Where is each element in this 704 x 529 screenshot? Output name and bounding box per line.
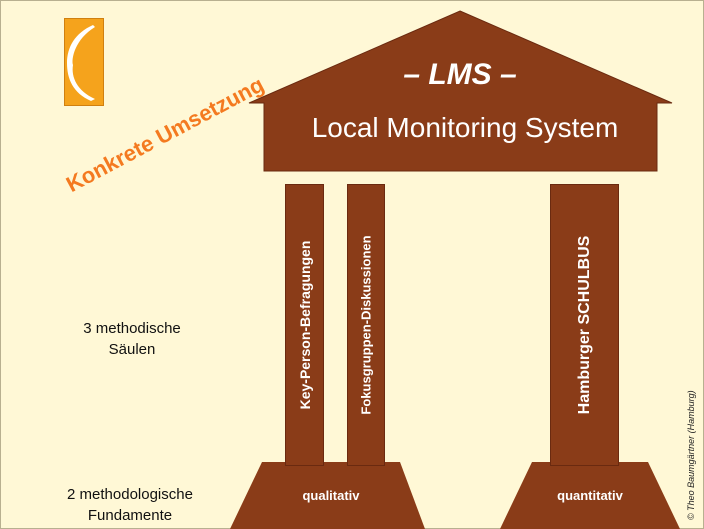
foundation-label-qualitativ: qualitativ [302, 488, 360, 503]
diagram-title: – LMS – [403, 58, 517, 91]
pillar-label: Key-Person-Befragungen [296, 240, 313, 410]
side-label-line: 2 methodologische [67, 486, 193, 503]
foundations-side-label: 2 methodologische Fundamente [20, 484, 240, 526]
roof [248, 10, 673, 172]
pillar-key-person: Key-Person-Befragungen [285, 184, 324, 466]
side-label-line: Säulen [108, 341, 156, 358]
pillars-side-label: 3 methodische Säulen [52, 318, 212, 360]
bracket-logo-icon [67, 25, 95, 101]
foundation-quantitativ [500, 462, 680, 529]
foundation-qualitativ [230, 462, 425, 529]
diagram-subtitle: Local Monitoring System [311, 112, 619, 143]
logo [64, 18, 104, 106]
side-label-line: Fundamente [87, 507, 173, 524]
pillar-fokusgruppen: Fokusgruppen-Diskussionen [347, 184, 385, 466]
pillar-label: Hamburger SCHULBUS [575, 235, 593, 415]
side-label-line: 3 methodische [83, 320, 181, 337]
pillar-schulbus: Hamburger SCHULBUS [550, 184, 619, 466]
foundation-label-quantitativ: quantitativ [557, 488, 623, 503]
pillar-label: Fokusgruppen-Diskussionen [358, 235, 374, 415]
copyright-notice: © Theo Baumgärtner (Hamburg) [686, 390, 696, 520]
